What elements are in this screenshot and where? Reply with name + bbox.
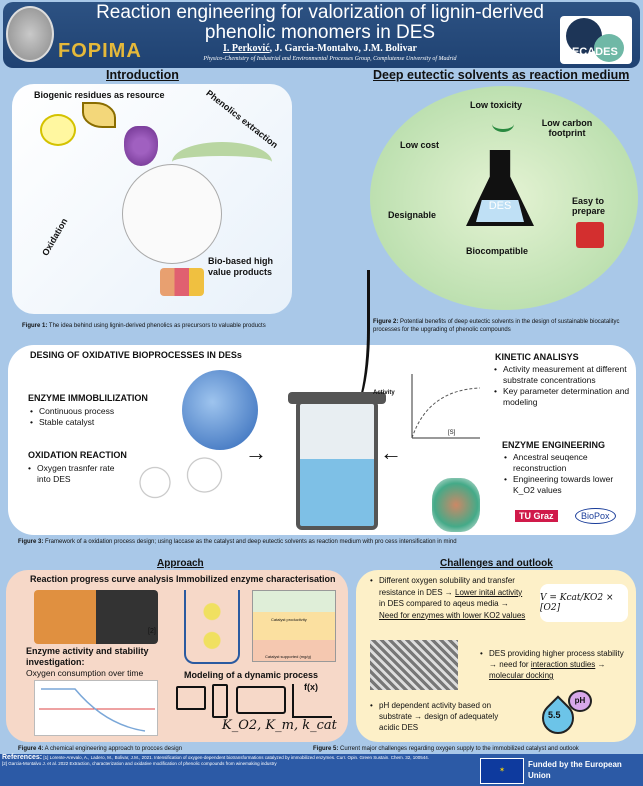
low-toxicity-label: Low toxicity (470, 100, 523, 110)
computer-icon (176, 686, 206, 710)
arrow-icon (172, 142, 272, 182)
modeling-label: Modeling of a dynamic process (184, 670, 319, 680)
oxidation-list: Oxygen trasnfer rate into DES (28, 463, 118, 485)
immobilized-char-label: Immobilized enzyme characterisation (176, 574, 336, 584)
list-item: Stable catalyst (30, 417, 114, 428)
list-item: pH dependent activity based on substrate… (370, 700, 500, 733)
figure-1-caption: Figure 1: The idea behind using lignin-d… (22, 323, 266, 329)
puzzle-icon (576, 222, 604, 248)
authors: I. Perković, J. Garcia-Montalvo, J.M. Bo… (223, 43, 417, 54)
des-heading: Deep eutectic solvents as reaction mediu… (373, 68, 630, 82)
kinetic-list: Activity measurement at different substr… (494, 364, 636, 408)
activity-curve-plot (411, 374, 481, 439)
challenge-3: pH dependent activity based on substrate… (370, 700, 500, 733)
figure-2-caption: Figure 2: Potential benefits of deep eut… (373, 319, 620, 333)
tu-graz-logo: TU Graz (515, 510, 558, 522)
oxidation-label: Oxidation (40, 216, 70, 258)
products-label: Bio-based high value products (208, 256, 273, 277)
immobilized-bead-image (182, 370, 258, 450)
arrow-icon: ← (380, 440, 402, 465)
challenges-heading: Challenges and outlook (440, 558, 553, 569)
des-flask-label: DES (476, 200, 524, 222)
arrow-icon: → (245, 440, 267, 465)
rate-equation: V = Kcat/KO2 × [O2] (540, 584, 628, 622)
phenolics-extraction-label: Phenolics extraction (204, 87, 280, 151)
column-beads-image (184, 590, 240, 664)
kinetic-title: KINETIC ANALISYS (495, 352, 579, 362)
biogenic-label: Biogenic residues as resource (34, 90, 165, 100)
ph-value: 5.5 (548, 710, 561, 720)
engineering-list: Ancestral seuqence reconstruction Engine… (504, 452, 632, 496)
immobilization-title: ENZYME IMMOBLILIZATION (28, 393, 148, 403)
reactor-laptop-image (34, 590, 158, 644)
leaf-icon (82, 102, 116, 128)
list-item: Activity measurement at different substr… (494, 364, 636, 386)
designable-label: Designable (388, 210, 437, 220)
poster-header (3, 2, 640, 68)
affiliation: Physico-Chemistry of Industrial and Envi… (203, 56, 457, 62)
oxygen-consumption-label: Oxygen consumption over time (26, 668, 144, 678)
immobilization-list: Continuous process Stable catalyst (30, 406, 114, 428)
list-item: Oxygen trasnfer rate into DES (28, 463, 118, 485)
eu-flag: ✶ (480, 758, 524, 784)
list-item: DES providing higher process stability →… (480, 648, 630, 681)
bioreactor-image (296, 400, 378, 530)
poster-title: Reaction engineering for valorization of… (96, 2, 544, 43)
challenge-2: DES providing higher process stability →… (480, 648, 630, 681)
ph-label: pH (568, 690, 592, 712)
fx-label: f(x) (304, 682, 318, 692)
biocompatible-label: Biocompatible (466, 246, 529, 256)
low-cost-label: Low cost (400, 140, 440, 150)
biopox-logo: BioPox (575, 508, 616, 524)
chart-title: Catalyst productivity (271, 617, 307, 622)
bioreactor-lid (288, 392, 386, 404)
catalyst-productivity-chart: Catalyst productivity Catalyst supported… (252, 590, 336, 662)
references: References: [1] Lorente-Arevalo, A., Lad… (2, 754, 430, 766)
chart-x-label: Catalyst supported (mg/g) (265, 654, 312, 659)
activity-stability-label: Enzyme activity and stability investigat… (26, 646, 149, 667)
fopima-logo: FOPIMA (58, 40, 142, 62)
intro-figure: Biogenic residues as resource Phenolics … (12, 84, 292, 314)
protein-structure-image (432, 478, 480, 532)
kinetic-parameters: K_O2, K_m, k_cat (222, 718, 337, 733)
figure-3-caption: Figure 3: Framework of a oxidation proce… (18, 539, 457, 545)
university-seal (6, 6, 54, 62)
decades-logo: DECADES (560, 16, 632, 64)
docking-image (370, 640, 458, 690)
oxidation-title: OXIDATION REACTION (28, 450, 127, 460)
plot-x-label: [S] (448, 430, 456, 436)
footer (0, 754, 643, 786)
saturation-curve (411, 387, 481, 439)
function-graph-icon: f(x) (292, 682, 332, 718)
design-heading: DESING OF OXIDATIVE BIOPROCESSES IN DESs (30, 350, 242, 360)
lemon-icon (40, 114, 76, 146)
easy-label: Easy to prepare (572, 196, 606, 216)
tower-icon (212, 684, 228, 718)
grapes-icon (124, 126, 158, 166)
low-carbon-label: Low carbon footprint (541, 118, 593, 138)
challenge-1: Different oxygen solubility and transfer… (370, 575, 530, 621)
list-item: Continuous process (30, 406, 114, 417)
products-icon (160, 268, 204, 296)
list-item: Key parameter determination and modeling (494, 386, 636, 408)
reactor-tube-icon (236, 686, 286, 714)
plot-y-label: Activity (373, 390, 395, 396)
list-item: Different oxygen solubility and transfer… (370, 575, 530, 621)
ref-2-marker: [2] (148, 628, 156, 635)
eu-funding-label: Funded by the European Union (528, 760, 622, 780)
progress-curve-label: Reaction progress curve analysis (30, 574, 174, 584)
introduction-heading: Introduction (106, 68, 179, 82)
arrow-icon (330, 270, 370, 420)
list-item: Ancestral seuqence reconstruction (504, 452, 632, 474)
oxygen-consumption-chart (34, 680, 158, 736)
oxygen-bubbles-image (122, 445, 232, 520)
list-item: Engineering towards lower K_O2 values (504, 474, 632, 496)
oxygen-curve (39, 688, 155, 732)
engineering-title: ENZYME ENGINEERING (502, 440, 606, 450)
figure-4-caption: Figure 4: A chemical engineering approac… (18, 746, 183, 752)
plant-hand-icon (492, 116, 514, 132)
figure-5-caption: Figure 5: Current major challenges regar… (313, 746, 579, 752)
approach-heading: Approach (157, 558, 204, 569)
